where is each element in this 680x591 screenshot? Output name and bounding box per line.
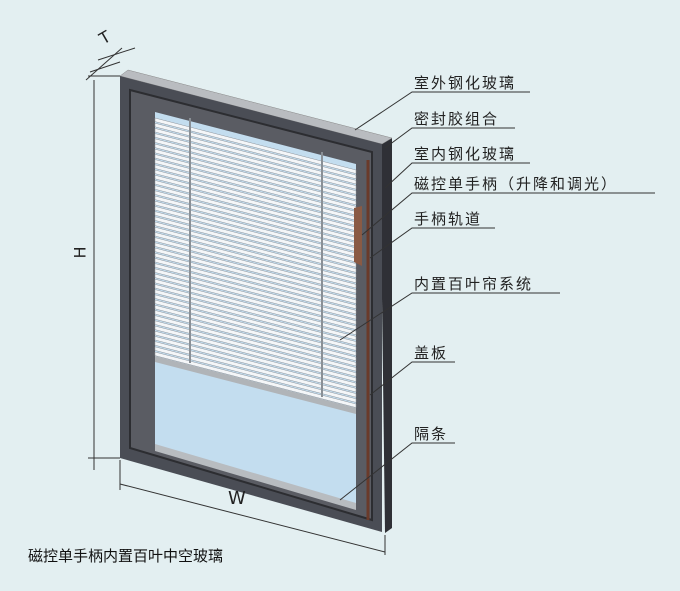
label-handle-track: 手柄轨道 xyxy=(414,210,483,228)
blind-slat xyxy=(154,294,357,351)
blind-slat xyxy=(154,278,357,336)
blind-slat xyxy=(154,242,357,299)
label-cover-plate: 盖板 xyxy=(414,344,449,362)
blind-slat xyxy=(154,138,357,195)
blind-slat xyxy=(154,268,357,325)
height-label: H xyxy=(70,246,90,259)
blind-slat xyxy=(154,351,357,408)
blind-slat xyxy=(154,315,357,372)
label-inner-glass: 室内钢化玻璃 xyxy=(414,145,517,163)
blind-slat xyxy=(154,330,357,388)
blind-slat xyxy=(154,299,357,356)
blind-slat xyxy=(154,237,357,294)
blind-slat xyxy=(154,226,357,284)
blind-slat xyxy=(154,310,357,367)
blind-slat xyxy=(154,336,357,393)
blind-slat xyxy=(154,143,357,200)
label-magnetic-handle: 磁控单手柄（升降和调光） xyxy=(414,175,619,193)
label-outer-glass: 室外钢化玻璃 xyxy=(414,74,517,92)
blind-slat xyxy=(154,122,357,180)
label-spacer: 隔条 xyxy=(414,425,449,443)
blind-slat xyxy=(154,258,357,315)
blind-slat xyxy=(154,247,357,304)
width-label: W xyxy=(228,488,246,509)
blind-slat xyxy=(154,216,357,273)
blind-slat xyxy=(154,128,357,185)
frame-side xyxy=(380,138,392,533)
blind-slat xyxy=(154,320,357,377)
caption: 磁控单手柄内置百叶中空玻璃 xyxy=(28,547,224,565)
spacer-bar xyxy=(155,444,356,510)
handle xyxy=(354,206,362,266)
dimension-lines xyxy=(85,47,655,555)
blind-slat xyxy=(154,325,357,382)
label-sealant: 密封胶组合 xyxy=(414,110,500,128)
blind-slat xyxy=(154,289,357,346)
blind-slat xyxy=(154,346,357,403)
blind-slat xyxy=(154,211,357,268)
blind-slat xyxy=(154,148,357,206)
blind-slat xyxy=(154,221,357,278)
blind-slats xyxy=(154,117,357,414)
blind-slat xyxy=(154,304,357,362)
bottom-rail xyxy=(155,356,356,414)
label-blind-system: 内置百叶帘系统 xyxy=(414,275,534,293)
blind-slat xyxy=(154,117,357,174)
blind-slat xyxy=(154,263,357,320)
blind-slat xyxy=(154,232,357,289)
blind-slat xyxy=(154,133,357,190)
blind-slat xyxy=(154,284,357,341)
blind-slat xyxy=(154,341,357,398)
blind-slat xyxy=(154,252,357,310)
